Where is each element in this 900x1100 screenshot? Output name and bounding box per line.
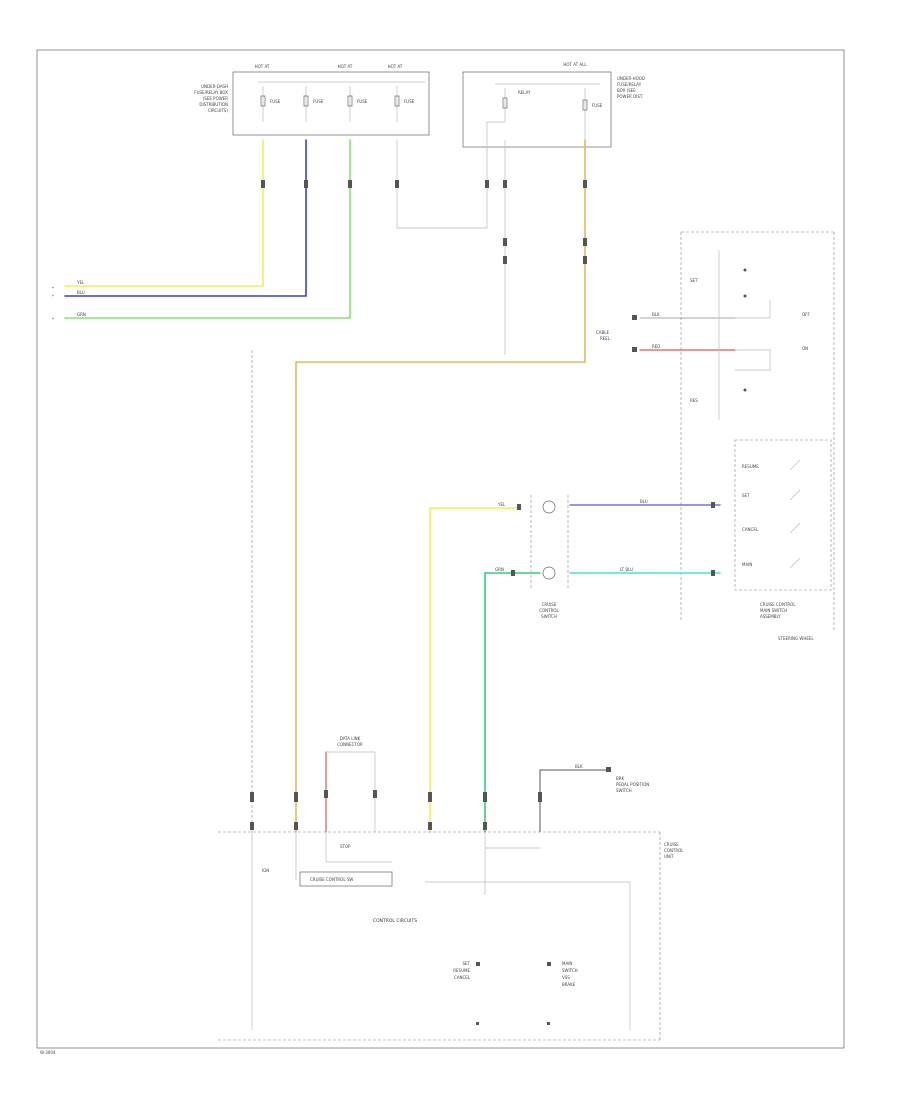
brake-label-1: BRK	[616, 776, 625, 781]
cc-switch-main: MAIN	[742, 562, 752, 567]
wire-label-yel-mid: YEL	[497, 502, 506, 507]
steer-switch-set: SET	[690, 278, 698, 283]
ccu-left-2: RESUME	[453, 968, 470, 973]
wire-thin-fuse4	[396, 140, 488, 229]
ccu-inner-box	[299, 871, 393, 887]
fuse-box-left: UNDER-DASH FUSE/RELAY BOX (SEE POWER DIS…	[194, 64, 430, 136]
cable-reel-label-2: REEL	[600, 336, 611, 341]
ccu-label-1: CRUISE	[664, 842, 679, 847]
fuse-1: FUSE	[260, 86, 281, 122]
footer-code: W-3004	[40, 1050, 56, 1055]
cc-switch-label-3: ASSEMBLY	[760, 614, 781, 619]
ccu-right-4: BRAKE	[562, 982, 576, 987]
steer-switch-on: ON	[802, 346, 808, 351]
ccu-label-3: UNIT	[664, 854, 674, 859]
ccu-right-1: MAIN	[562, 961, 572, 966]
brake-switch-link: BLK BRK PEDAL POSITION SWITCH	[539, 764, 649, 832]
fuse-right-label: FUSE	[592, 103, 603, 108]
fuse-2: FUSE	[303, 86, 324, 122]
svg-text:*: *	[52, 317, 54, 322]
fuse-box-left-frame	[232, 71, 430, 136]
indicator-section: YEL GRN BLU LT BLU CRUISE CONTROL SWITCH	[429, 495, 721, 833]
fuse-box-left-head-2: HOT AT	[338, 64, 353, 69]
fuse-box-left-label-4: DISTRIBUTION	[199, 102, 228, 107]
wire-blue-top	[64, 139, 307, 297]
wire-orange	[295, 139, 586, 833]
fuse-box-left-label-2: FUSE/RELAY BOX	[194, 90, 228, 95]
wire-green-top	[64, 139, 351, 319]
wire-yellow-top	[64, 139, 264, 287]
ccu-stop-label: STOP	[340, 844, 351, 849]
wire-label-yel: YEL	[76, 280, 85, 285]
cc-switch-cancel: CANCEL	[742, 527, 759, 532]
fuse-box-left-head-1: HOT AT	[255, 64, 270, 69]
fuse-4: FUSE	[394, 86, 415, 122]
svg-text:FUSE: FUSE	[313, 99, 324, 104]
data-link-connector: DATA LINK CONNECTOR	[324, 736, 377, 833]
svg-text:FUSE: FUSE	[270, 99, 281, 104]
brake-label-2: PEDAL POSITION	[616, 782, 649, 787]
wire-green-mid	[484, 572, 541, 833]
brake-label-3: SWITCH	[616, 788, 632, 793]
svg-text:FUSE: FUSE	[357, 99, 368, 104]
indicator-label-3: SWITCH	[541, 614, 557, 619]
fuse-box-left-label-3: (SEE POWER	[203, 96, 228, 101]
diagram-frame	[36, 49, 845, 1049]
ccu-left-3: CANCEL	[454, 975, 471, 980]
ccu-label-2: CONTROL	[664, 848, 684, 853]
svg-text:*: *	[52, 286, 54, 291]
steering-section: STEERING WHEEL CABLE REEL BLK RED SET RE…	[596, 231, 835, 641]
steering-caption: STEERING WHEEL	[778, 636, 814, 641]
wire-label-blk-steer: BLK	[652, 312, 660, 317]
wire-black-ground	[539, 769, 610, 832]
ccu-right-2: SWITCH	[562, 968, 578, 973]
indicator-lamp-2	[542, 566, 556, 580]
ccu-title: CONTROL CIRCUITS	[373, 918, 417, 924]
steer-switch-off: OFF	[802, 312, 810, 317]
fuse-box-left-label-1: UNDER-DASH	[201, 84, 228, 89]
wire-label-blu-mid: BLU	[640, 499, 648, 504]
fuse-box-right-head: HOT AT ALL	[563, 62, 587, 67]
indicator-lamp-1	[542, 500, 556, 514]
wire-label-red-steer: RED	[652, 344, 660, 349]
ccu-ign-label: IGN	[262, 868, 269, 873]
fuse-box-right-label-2: FUSE/RELAY	[617, 82, 642, 87]
cc-switch-frame	[734, 439, 832, 591]
svg-text:FUSE: FUSE	[404, 99, 415, 104]
cc-switch-label-2: MAIN SWITCH	[760, 608, 787, 613]
cruise-control-switch-assembly: RESUME SET CANCEL MAIN CRUISE CONTROL MA…	[734, 439, 832, 619]
fuse-box-left-label-5: CIRCUITS)	[208, 108, 228, 113]
ccu-right-3: VSS	[562, 975, 570, 980]
indicator-label-2: CONTROL	[539, 608, 559, 613]
cable-reel-label-1: CABLE	[596, 330, 610, 335]
cc-switch-label-1: CRUISE CONTROL	[760, 602, 796, 607]
dlc-label-2: CONNECTOR	[337, 742, 363, 747]
svg-text:*: *	[52, 294, 54, 299]
indicator-label-1: CRUISE	[542, 602, 557, 607]
relay-label: RELAY	[518, 90, 531, 95]
cc-switch-set: SET	[742, 493, 750, 498]
dlc-label-1: DATA LINK	[340, 736, 361, 741]
fuse-box-right-label-4: POWER DIST.	[617, 94, 643, 99]
fuse-box-right-label-1: UNDER-HOOD	[617, 76, 645, 81]
wire-label-ltblu-mid: LT BLU	[620, 567, 633, 572]
wire-label-grn-mid: GRN	[495, 567, 504, 572]
steer-switch-res: RES	[690, 398, 698, 403]
ccu-left-1: SET	[462, 961, 470, 966]
fuse-box-right: HOT AT ALL UNDER-HOOD FUSE/RELAY BOX (SE…	[462, 62, 645, 148]
fuse-3: FUSE	[347, 86, 368, 122]
wire-yellow-mid	[429, 507, 521, 833]
fuse-box-left-head-3: HOT AT	[388, 64, 403, 69]
left-wires: YEL BLU GRN * * *	[52, 139, 488, 322]
cc-switch-resume: RESUME	[742, 464, 759, 469]
wire-label-grn: GRN	[77, 312, 86, 317]
wire-label-blu: BLU	[77, 290, 85, 295]
wire-label-blk-ground: BLK	[575, 764, 583, 769]
right-wires	[251, 139, 587, 833]
ccu-inner-box-label: CRUISE CONTROL SW	[310, 877, 353, 882]
cruise-control-unit: CRUISE CONTROL UNIT IGN STOP CRUISE CONT…	[218, 792, 684, 1041]
fuse-box-right-frame	[462, 71, 612, 148]
fuse-box-right-label-3: BOX (SEE	[617, 88, 636, 93]
